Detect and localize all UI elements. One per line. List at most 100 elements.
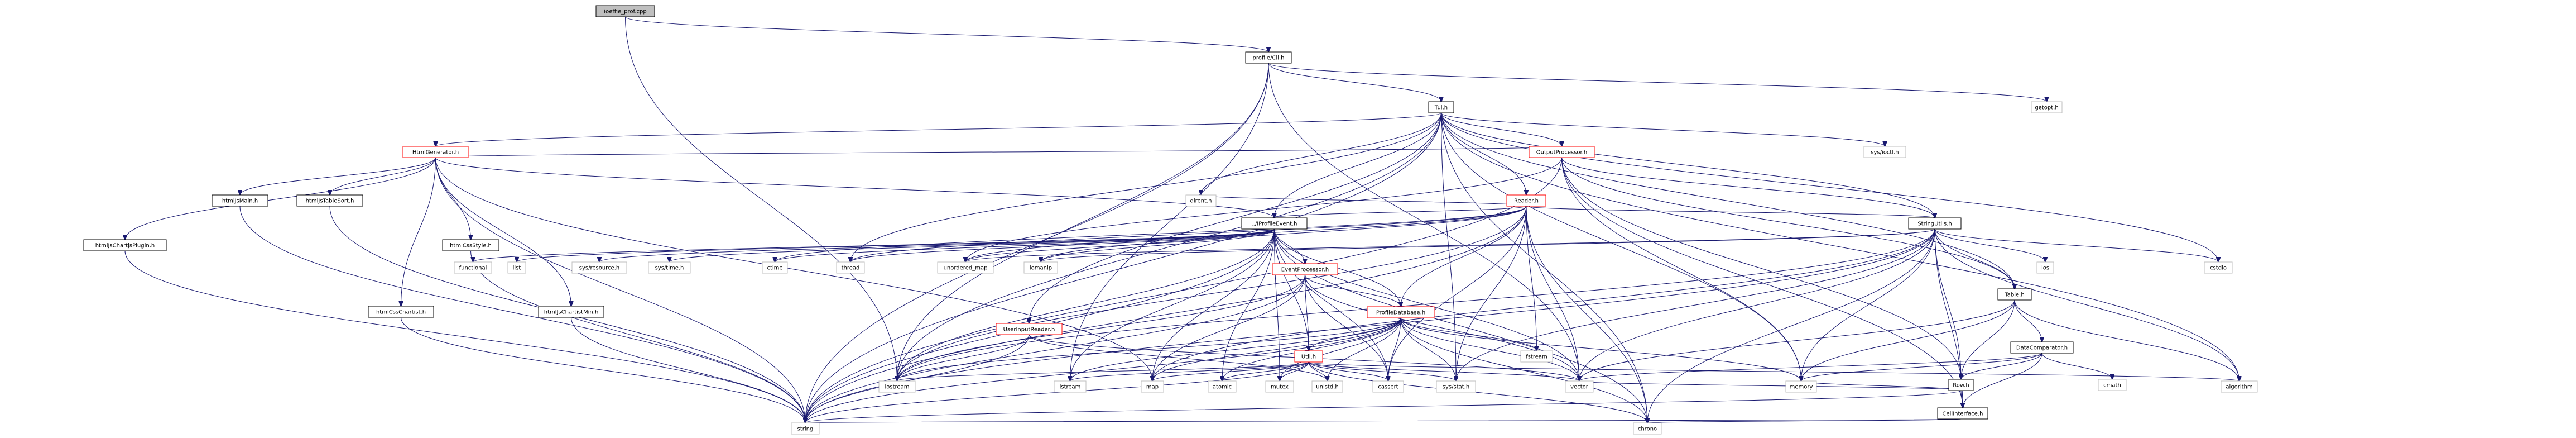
edge-iprofile-to-map <box>1152 228 1275 381</box>
edge-reader-to-dirent <box>1201 195 1527 207</box>
edge-reader-to-thread <box>850 206 1527 262</box>
node-cssStyle[interactable]: htmlCssStyle.h <box>442 239 499 251</box>
node-box-unistd <box>1311 380 1343 393</box>
node-jsTableSort[interactable]: htmlJsTableSort.h <box>296 194 363 207</box>
node-root[interactable]: ioeffie_prof.cpp <box>595 5 655 17</box>
node-label-cmath: cmath <box>2103 383 2121 389</box>
edge-root-to-profileCli <box>625 16 1269 52</box>
edge-util-to-cassert <box>1308 361 1388 381</box>
edge-iprofile-to-mutex <box>1274 228 1280 381</box>
node-box-thread <box>836 261 865 274</box>
node-label-reader: Reader.h <box>1514 198 1539 204</box>
edge-tui-to-iostream <box>897 112 1441 381</box>
edge-tui-to-thread <box>850 112 1441 262</box>
node-userinput[interactable]: UserInputReader.h <box>996 323 1063 335</box>
node-label-cssChartist: htmlCssChartist.h <box>376 310 426 316</box>
edge-datacomp-to-memory <box>1801 353 2042 381</box>
edge-tui-to-sysioctl <box>1441 112 1885 146</box>
node-box-memory <box>1785 380 1817 393</box>
node-label-iprofile: ../IProfileEvent.h <box>1252 221 1297 227</box>
node-label-ios: ios <box>2041 265 2049 272</box>
node-profileCli[interactable]: profile/Cli.h <box>1245 51 1292 64</box>
edge-profiledb-to-map <box>1152 317 1401 381</box>
node-table[interactable]: Table.h <box>1997 288 2032 301</box>
node-box-ctime <box>762 261 788 274</box>
edge-reader-to-cassert <box>1388 206 1527 381</box>
edge-row-to-cellinterface <box>1961 390 1963 408</box>
edge-row-to-vector <box>1579 381 1962 391</box>
node-cssChartist[interactable]: htmlCssChartist.h <box>368 306 434 318</box>
node-reader[interactable]: Reader.h <box>1506 194 1546 207</box>
edge-iprofile-to-systime <box>670 228 1275 262</box>
node-label-map: map <box>1146 384 1159 391</box>
edge-jsChartistMin-to-string <box>571 317 806 423</box>
edge-stringutils-to-sysstat <box>1456 228 1935 381</box>
edge-tui-to-outproc <box>1441 112 1562 146</box>
node-box-fstream <box>1520 350 1553 363</box>
node-vector: vector <box>1565 380 1594 393</box>
edge-userinput-to-string <box>805 334 1030 423</box>
node-util[interactable]: Util.h <box>1294 350 1323 363</box>
node-eventproc[interactable]: EventProcessor.h <box>1272 263 1338 275</box>
node-row[interactable]: Row.h <box>1948 379 1974 391</box>
edge-profiledb-to-mutex <box>1280 317 1401 381</box>
edge-userinput-to-iostream <box>897 334 1030 381</box>
edge-htmlgen-to-iprofile <box>435 157 1275 218</box>
edge-stringutils-to-vector <box>1579 228 1935 381</box>
node-box-htmlgen <box>402 146 469 158</box>
node-jsChartistMin[interactable]: htmlJsChartistMin.h <box>538 306 604 318</box>
node-label-thread: thread <box>842 265 860 272</box>
node-label-cellinterface: CellInterface.h <box>1943 411 1983 417</box>
edge-tui-to-dirent <box>1201 112 1441 195</box>
nodes-layer: ioeffie_prof.cppprofile/Cli.hgetopt.hTui… <box>83 5 2258 435</box>
edge-row-to-string <box>805 390 1962 423</box>
node-iprofile[interactable]: ../IProfileEvent.h <box>1241 217 1308 230</box>
edge-profiledb-to-istream <box>1070 317 1401 381</box>
edge-table-to-memory <box>1801 299 2015 381</box>
node-label-list: list <box>513 265 521 272</box>
edge-stringutils-to-table <box>1934 228 2015 289</box>
edge-eventproc-to-vector <box>1305 274 1580 381</box>
node-label-profiledb: ProfileDatabase.h <box>1376 310 1425 316</box>
edge-profiledb-to-iostream <box>897 317 1401 381</box>
node-cellinterface[interactable]: CellInterface.h <box>1937 407 1988 420</box>
node-label-algorithm: algorithm <box>2226 384 2252 391</box>
node-box-profileCli <box>1245 51 1292 64</box>
node-label-istream: istream <box>1060 384 1081 391</box>
edge-iprofile-to-vector <box>1274 228 1580 381</box>
node-box-userinput <box>996 323 1063 335</box>
node-ios: ios <box>2036 261 2054 274</box>
edge-stringutils-to-memory <box>1801 228 1935 381</box>
node-box-systime <box>648 261 691 274</box>
node-outproc[interactable]: OutputProcessor.h <box>1529 146 1595 158</box>
edge-outproc-to-memory <box>1561 157 1801 381</box>
node-label-iomanip: iomanip <box>1030 265 1052 272</box>
node-box-tui <box>1428 101 1454 113</box>
edge-table-to-row <box>1961 299 2015 379</box>
node-label-systime: sys/time.h <box>655 265 684 272</box>
node-label-atomic: atomic <box>1213 384 1232 391</box>
node-datacomp[interactable]: DataComparator.h <box>2010 341 2074 354</box>
node-profiledb[interactable]: ProfileDatabase.h <box>1367 306 1435 318</box>
node-htmlgen[interactable]: HtmlGenerator.h <box>402 146 469 158</box>
node-fstream: fstream <box>1520 350 1553 363</box>
node-label-jsTableSort: htmlJsTableSort.h <box>306 198 354 204</box>
edge-reader-to-fstream <box>1526 206 1537 351</box>
edge-profiledb-to-vector <box>1400 317 1579 381</box>
node-label-util: Util.h <box>1301 354 1316 360</box>
node-label-memory: memory <box>1790 384 1813 391</box>
node-stringutils[interactable]: StringUtils.h <box>1908 217 1962 230</box>
node-box-eventproc <box>1272 263 1338 275</box>
node-jsMain[interactable]: htmlJsMain.h <box>212 194 268 207</box>
edge-eventproc-to-string <box>805 274 1305 423</box>
edge-eventproc-to-cassert <box>1305 274 1388 381</box>
edge-tui-to-algorithm <box>1441 112 2239 381</box>
node-tui[interactable]: Tui.h <box>1428 101 1454 113</box>
node-jsChartjsPlugin[interactable]: htmlJsChartjsPlugin.h <box>83 239 167 251</box>
edge-tui-to-sysstat <box>1441 112 1457 381</box>
node-box-sysstat <box>1436 380 1476 393</box>
node-box-ios <box>2036 261 2054 274</box>
edge-iprofile-to-unordered_map <box>965 228 1275 262</box>
node-cstdio: cstdio <box>2204 261 2233 274</box>
node-box-unordered_map <box>937 261 994 274</box>
